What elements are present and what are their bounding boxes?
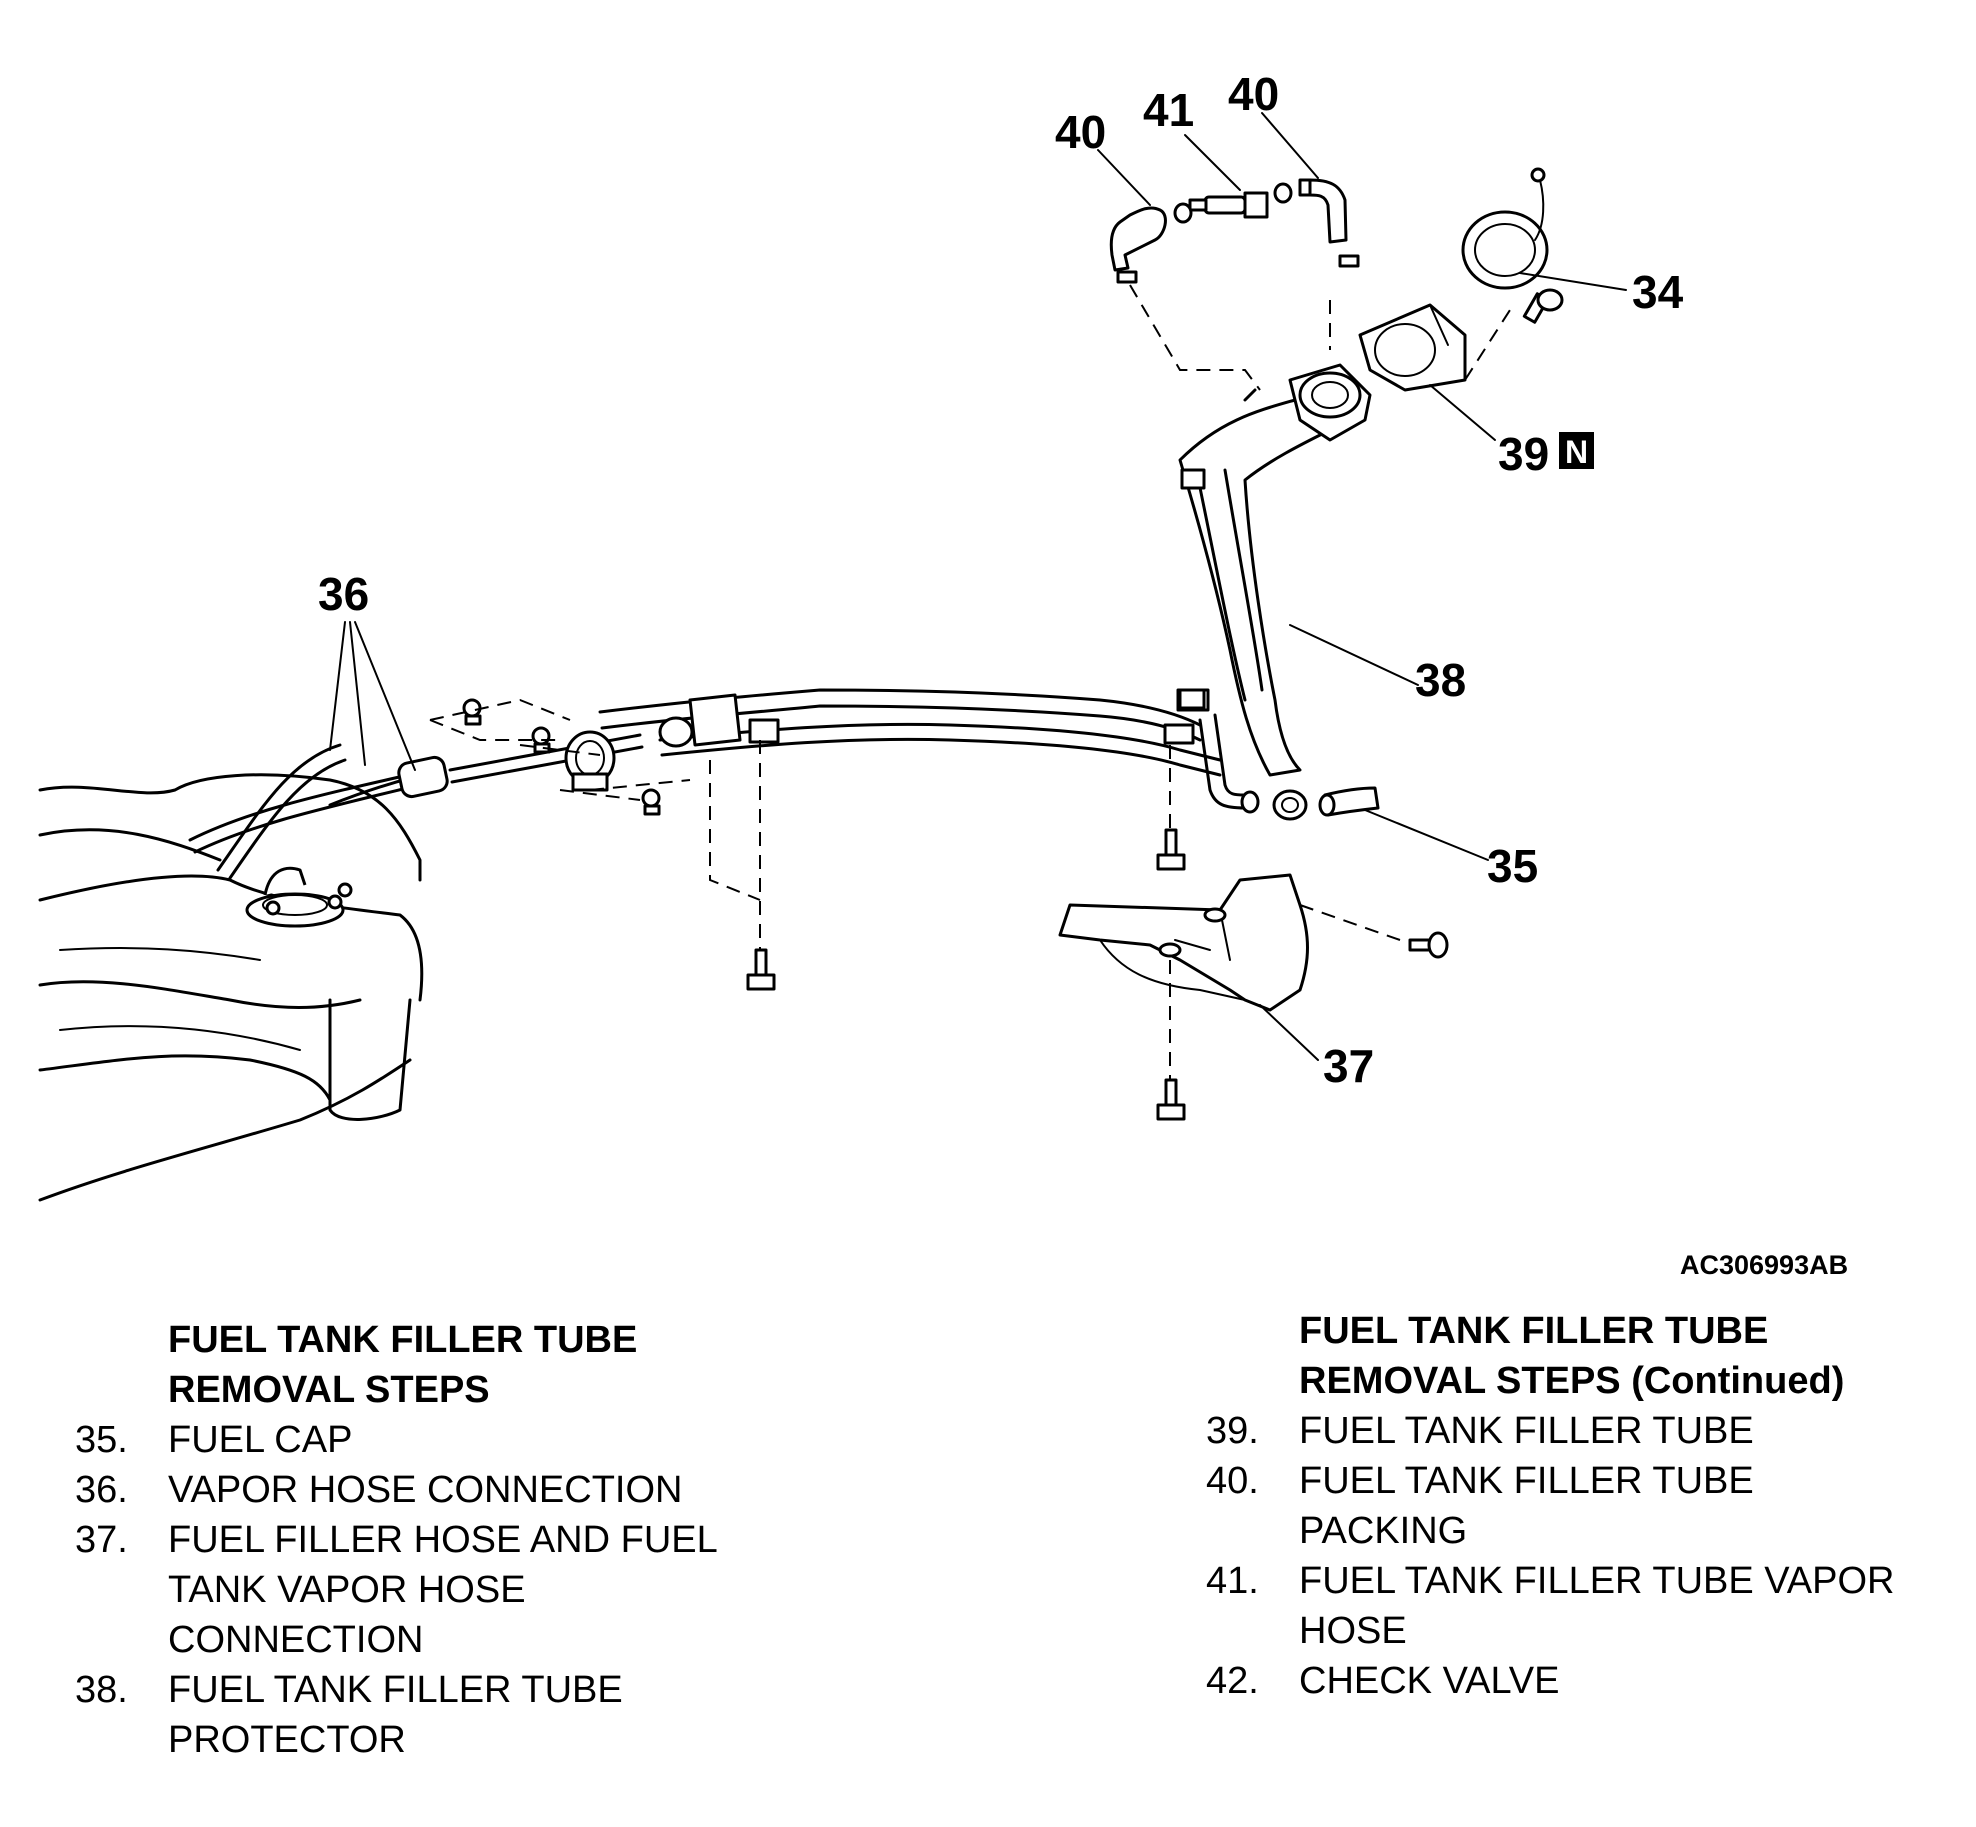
callout-40-left: 40 (1055, 106, 1106, 158)
item-text: FUEL TANK FILLER TUBE PACKING (1299, 1456, 1966, 1556)
list-item: 41. FUEL TANK FILLER TUBE VAPOR HOSE (1206, 1556, 1966, 1656)
filler-tube-protector (1058, 873, 1401, 1080)
callout-40-right: 40 (1228, 68, 1279, 120)
item-text: FUEL TANK FILLER TUBE (1299, 1410, 1754, 1452)
figure-code: AC306993AB (1680, 1250, 1849, 1280)
callout-38: 38 (1415, 654, 1466, 706)
list-item: 40. FUEL TANK FILLER TUBE PACKING (1206, 1456, 1966, 1556)
vapor-hose-assembly (1109, 178, 1360, 391)
list-item: 37. FUEL FILLER HOSE AND FUEL TANK VAPOR… (75, 1515, 815, 1665)
filler-gasket (1358, 303, 1511, 392)
item-number: 37. (75, 1519, 128, 1561)
item-number: 40. (1206, 1460, 1259, 1502)
list-item: 38. FUEL TANK FILLER TUBE PROTECTOR (75, 1665, 815, 1765)
leader-lines (329, 112, 1627, 1061)
list-heading-line2: REMOVAL STEPS (168, 1369, 490, 1411)
item-text: FUEL TANK FILLER TUBE VAPOR HOSE (1299, 1556, 1966, 1656)
fuel-tank (38, 773, 424, 1202)
filler-pipe-run (598, 688, 1222, 777)
item-text: FUEL FILLER HOSE AND FUEL TANK VAPOR HOS… (168, 1515, 815, 1665)
item-number: 35. (75, 1419, 128, 1461)
item-number: 36. (75, 1469, 128, 1511)
removal-steps-list: FUEL TANK FILLER TUBE REMOVAL STEPS 35. … (75, 1315, 815, 1765)
list-heading-line1: FUEL TANK FILLER TUBE (1299, 1310, 1769, 1352)
list-item: 35. FUEL CAP (75, 1415, 815, 1465)
removal-steps-continued-list: FUEL TANK FILLER TUBE REMOVAL STEPS (Con… (1206, 1306, 1966, 1706)
item-text-line: TANK VAPOR HOSE (168, 1569, 526, 1611)
callout-39: 39 (1498, 428, 1549, 480)
hose-clamps (462, 698, 661, 816)
item-text-line: FUEL TANK FILLER TUBE (168, 1669, 623, 1711)
callout-36: 36 (318, 568, 369, 620)
callout-34: 34 (1632, 266, 1684, 318)
mounting-bolts (746, 288, 1564, 1121)
item-text: FUEL CAP (168, 1419, 353, 1461)
list-item: 42. CHECK VALVE (1206, 1656, 1966, 1706)
item-number: 39. (1206, 1410, 1259, 1452)
item-text-line: PACKING (1299, 1510, 1468, 1552)
fuel-filler-hose (1272, 786, 1380, 821)
exploded-view-diagram: 34 39 N 38 35 37 36 40 41 40 (38, 68, 1684, 1202)
item-text: CHECK VALVE (1299, 1660, 1560, 1702)
assembly-dashed-lines-left (429, 698, 1171, 960)
item-text: VAPOR HOSE CONNECTION (168, 1469, 683, 1511)
list-heading-line2: REMOVAL STEPS (Continued) (1299, 1360, 1845, 1402)
item-text-line: CONNECTION (168, 1619, 424, 1661)
item-number: 42. (1206, 1660, 1259, 1702)
list-item: 36. VAPOR HOSE CONNECTION (75, 1465, 815, 1515)
callout-37: 37 (1323, 1040, 1374, 1092)
list-heading-line1: FUEL TANK FILLER TUBE (168, 1319, 638, 1361)
new-part-badge (1559, 432, 1594, 469)
item-number: 38. (75, 1669, 128, 1711)
item-text-line: HOSE (1299, 1610, 1407, 1652)
item-text: FUEL TANK FILLER TUBE PROTECTOR (168, 1665, 815, 1765)
item-number: 41. (1206, 1560, 1259, 1602)
item-text-line: FUEL FILLER HOSE AND FUEL (168, 1519, 718, 1561)
item-text-line: FUEL TANK FILLER TUBE (1299, 1460, 1754, 1502)
filler-neck-tube (1178, 363, 1372, 814)
fuel-cap (1461, 167, 1549, 290)
item-text-line: PROTECTOR (168, 1719, 406, 1761)
callout-35: 35 (1487, 840, 1538, 892)
callout-41: 41 (1143, 84, 1194, 136)
list-item: 39. FUEL TANK FILLER TUBE (1206, 1406, 1966, 1456)
new-part-badge-text: N (1565, 434, 1588, 470)
item-text-line: FUEL TANK FILLER TUBE VAPOR (1299, 1560, 1895, 1602)
